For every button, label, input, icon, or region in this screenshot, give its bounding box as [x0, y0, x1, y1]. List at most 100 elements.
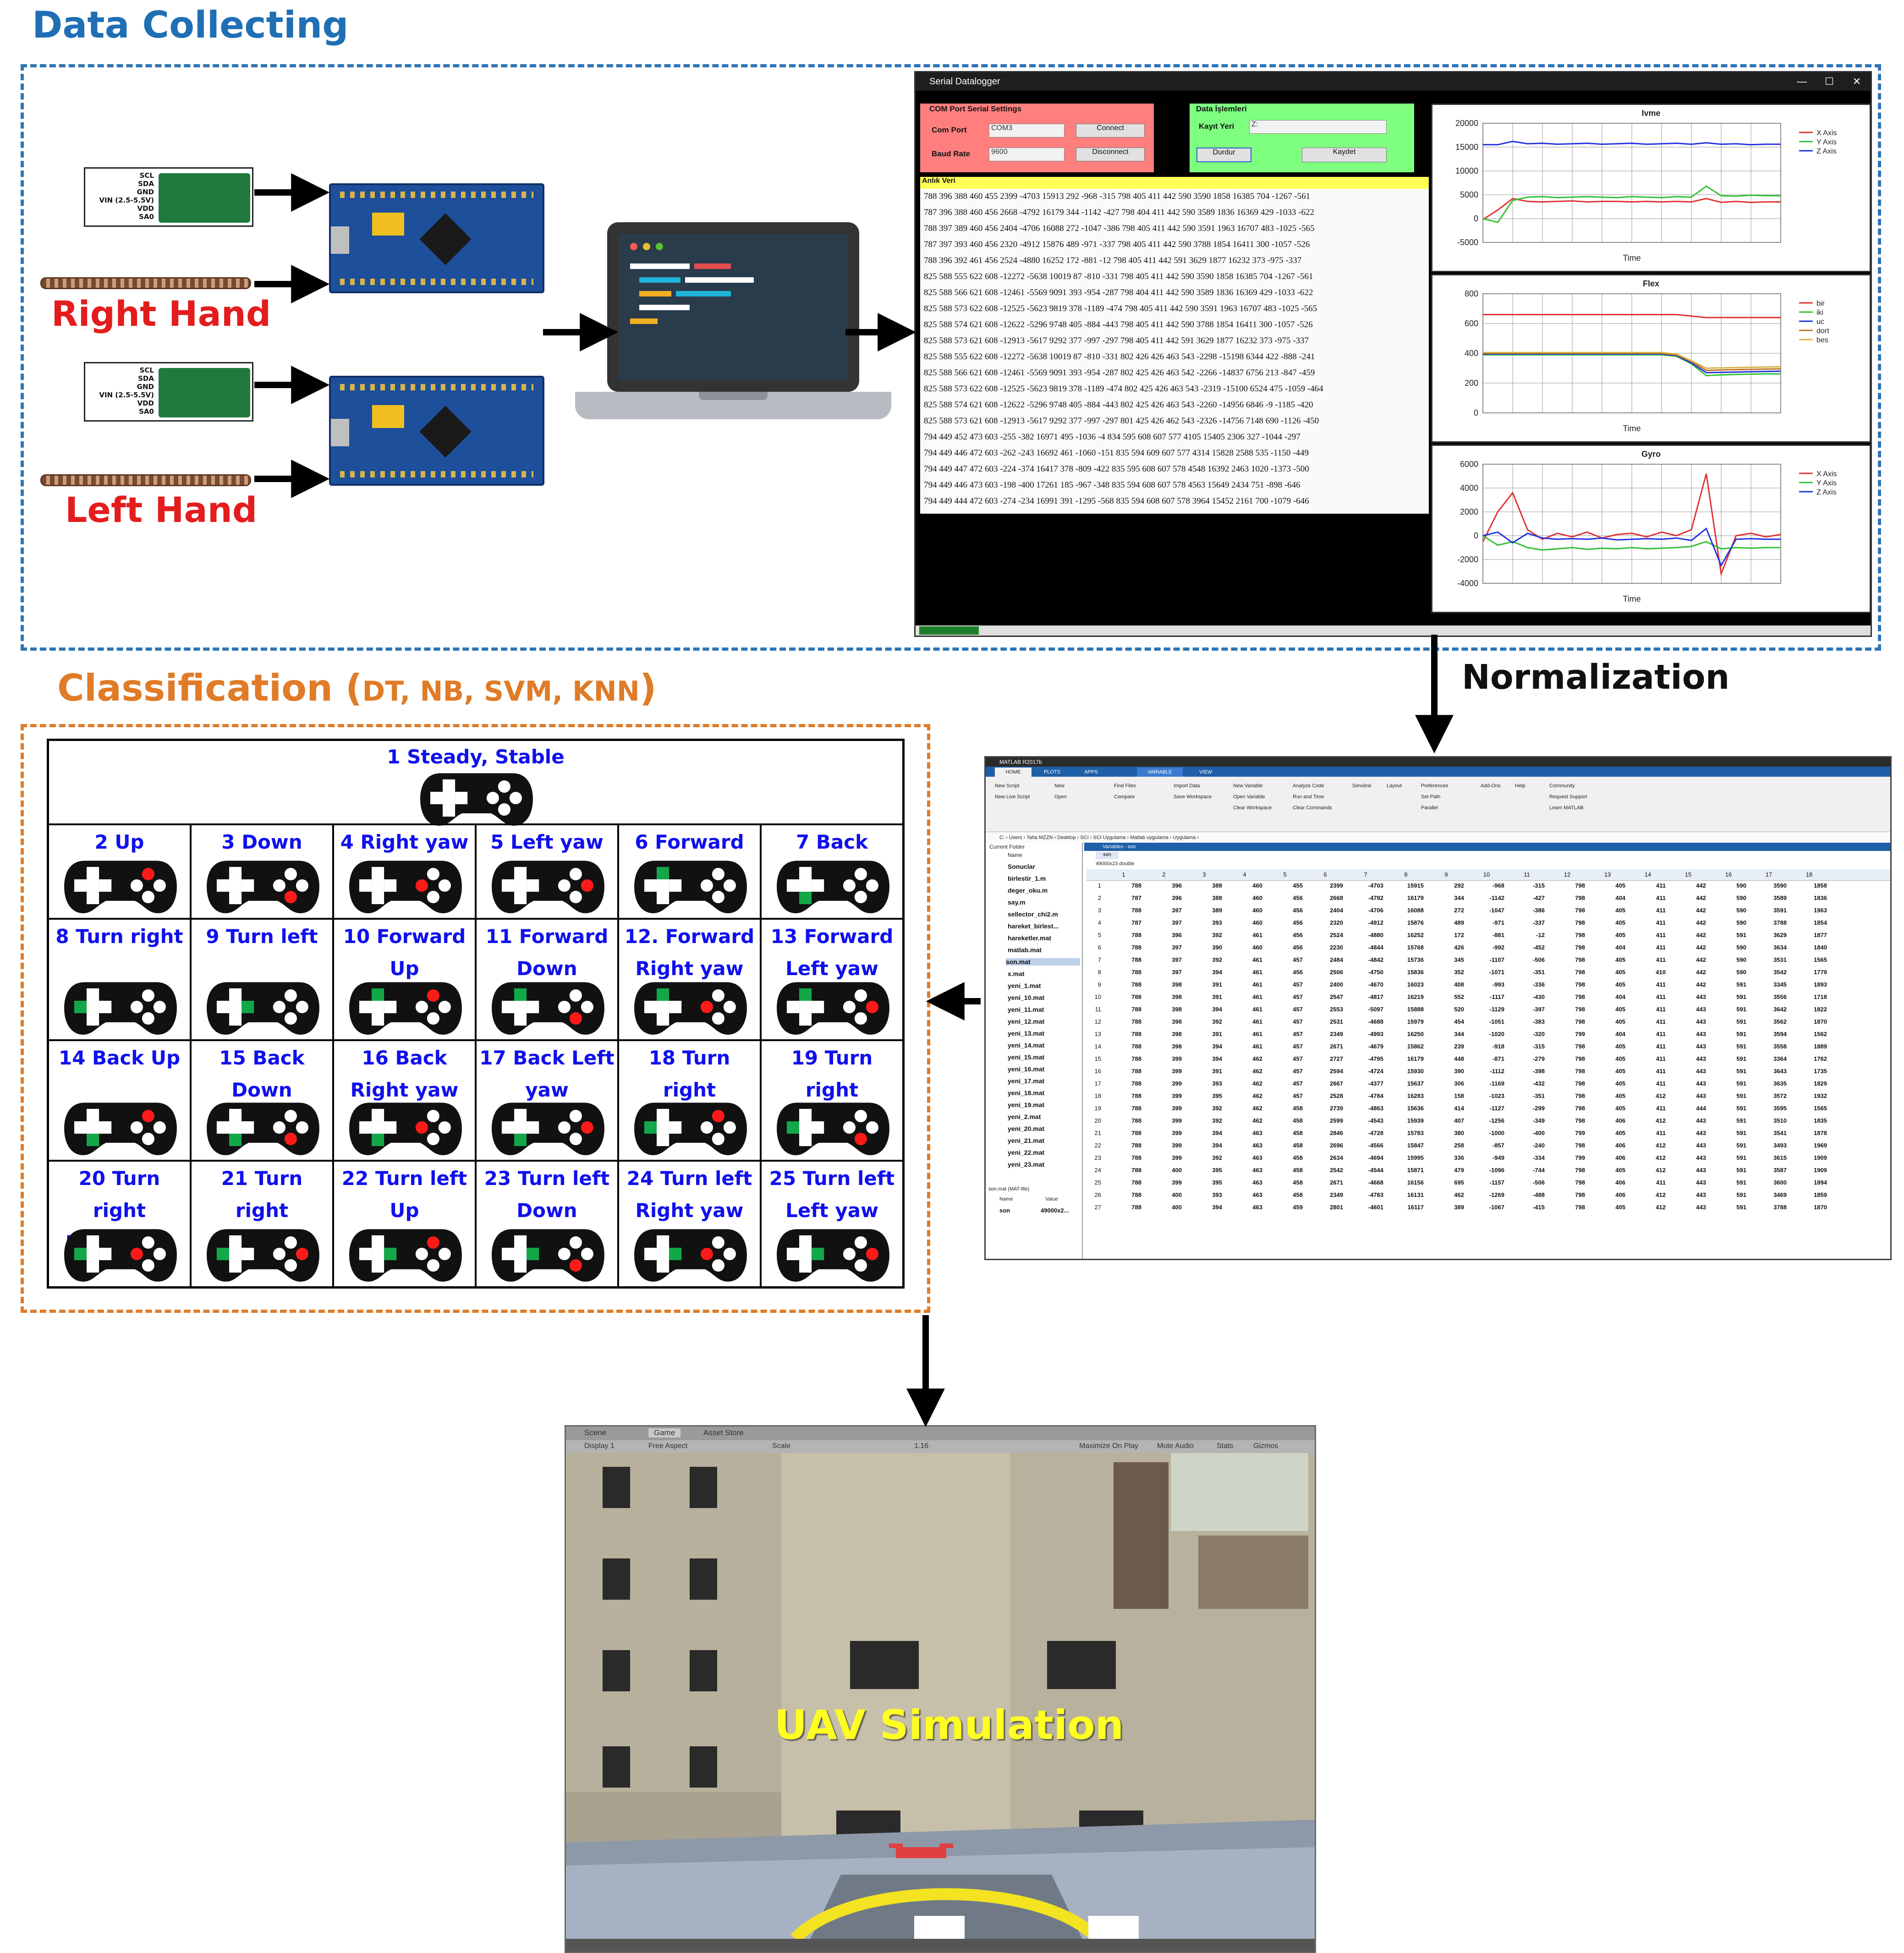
- grid-cell[interactable]: 406: [1615, 1179, 1625, 1186]
- grid-cell[interactable]: 272: [1454, 907, 1464, 914]
- grid-cell[interactable]: 442: [1696, 907, 1706, 914]
- grid-cell[interactable]: 442: [1696, 969, 1706, 976]
- grid-cell[interactable]: 3589: [1773, 894, 1787, 901]
- grid-cell[interactable]: -315: [1532, 1043, 1545, 1050]
- folder-item[interactable]: yeni_20.mat: [1008, 1125, 1045, 1132]
- grid-cell[interactable]: 788: [1131, 1068, 1141, 1075]
- tab-apps[interactable]: APPS: [1084, 769, 1098, 775]
- grid-cell[interactable]: 457: [1293, 956, 1303, 963]
- grid-cell[interactable]: -857: [1492, 1142, 1504, 1149]
- grid-cell[interactable]: -4544: [1368, 1167, 1383, 1174]
- grid-cell[interactable]: 798: [1575, 944, 1585, 951]
- grid-cell[interactable]: -400: [1532, 1130, 1545, 1136]
- grid-cell[interactable]: 2230: [1330, 944, 1343, 951]
- grid-cell[interactable]: 405: [1615, 1068, 1625, 1075]
- grid-cell[interactable]: -430: [1532, 993, 1545, 1000]
- grid-cell[interactable]: 695: [1454, 1179, 1464, 1186]
- grid-cell[interactable]: 405: [1615, 882, 1625, 889]
- grid-cell[interactable]: 394: [1212, 1130, 1222, 1136]
- grid-cell[interactable]: 344: [1454, 894, 1464, 901]
- grid-cell[interactable]: 443: [1696, 1117, 1706, 1124]
- grid-cell[interactable]: -4817: [1368, 993, 1383, 1000]
- grid-cell[interactable]: 404: [1615, 1031, 1625, 1037]
- grid-cell[interactable]: 798: [1575, 1142, 1585, 1149]
- grid-cell[interactable]: 3788: [1773, 1204, 1787, 1211]
- grid-cell[interactable]: 397: [1172, 956, 1182, 963]
- grid-cell[interactable]: 2671: [1330, 1179, 1343, 1186]
- grid-cell[interactable]: 590: [1736, 919, 1746, 926]
- grid-cell[interactable]: -1000: [1489, 1130, 1504, 1136]
- grid-cell[interactable]: 591: [1736, 1130, 1746, 1136]
- ribbon-item[interactable]: Set Path: [1421, 794, 1441, 800]
- grid-cell[interactable]: 2524: [1330, 932, 1343, 938]
- grid-cell[interactable]: -949: [1492, 1154, 1504, 1161]
- grid-cell[interactable]: 3587: [1773, 1167, 1787, 1174]
- connect-button[interactable]: Connect: [1076, 124, 1145, 137]
- grid-cell[interactable]: 16283: [1407, 1092, 1424, 1099]
- grid-cell[interactable]: -993: [1492, 981, 1504, 988]
- grid-cell[interactable]: 397: [1172, 944, 1182, 951]
- grid-cell[interactable]: 3595: [1773, 1105, 1787, 1112]
- grid-cell[interactable]: -334: [1532, 1154, 1545, 1161]
- grid-cell[interactable]: 443: [1696, 1055, 1706, 1062]
- grid-cell[interactable]: 458: [1293, 1117, 1303, 1124]
- grid-cell[interactable]: 397: [1172, 919, 1182, 926]
- grid-cell[interactable]: 16179: [1407, 894, 1424, 901]
- grid-cell[interactable]: 787: [1131, 919, 1141, 926]
- grid-cell[interactable]: 2528: [1330, 1092, 1343, 1099]
- grid-cell[interactable]: 1562: [1814, 1031, 1827, 1037]
- grid-cell[interactable]: 352: [1454, 969, 1464, 976]
- grid-cell[interactable]: 399: [1172, 1142, 1182, 1149]
- grid-cell[interactable]: 1718: [1814, 993, 1827, 1000]
- folder-item[interactable]: sellector_chi2.m: [1008, 911, 1058, 918]
- grid-cell[interactable]: 16179: [1407, 1055, 1424, 1062]
- grid-cell[interactable]: 462: [1252, 1117, 1262, 1124]
- grid-cell[interactable]: 458: [1293, 1179, 1303, 1186]
- grid-cell[interactable]: 15847: [1407, 1142, 1424, 1149]
- grid-cell[interactable]: 405: [1615, 1043, 1625, 1050]
- folder-item[interactable]: yeni_14.mat: [1008, 1042, 1045, 1049]
- grid-cell[interactable]: 591: [1736, 993, 1746, 1000]
- grid-cell[interactable]: 2531: [1330, 1018, 1343, 1025]
- grid-cell[interactable]: 411: [1656, 993, 1666, 1000]
- grid-cell[interactable]: 392: [1212, 1105, 1222, 1112]
- grid-cell[interactable]: 392: [1212, 1117, 1222, 1124]
- grid-cell[interactable]: 412: [1656, 1117, 1666, 1124]
- grid-cell[interactable]: 2553: [1330, 1006, 1343, 1013]
- maximize-on-play-button[interactable]: Maximize On Play: [1079, 1442, 1138, 1450]
- grid-cell[interactable]: -4724: [1368, 1068, 1383, 1075]
- grid-cell[interactable]: 3615: [1773, 1154, 1787, 1161]
- grid-cell[interactable]: -992: [1492, 944, 1504, 951]
- folder-item[interactable]: yeni_12.mat: [1008, 1018, 1045, 1025]
- grid-cell[interactable]: 393: [1212, 1080, 1222, 1087]
- grid-cell[interactable]: 411: [1656, 1055, 1666, 1062]
- grid-cell[interactable]: 2667: [1330, 1080, 1343, 1087]
- grid-cell[interactable]: -4377: [1368, 1080, 1383, 1087]
- grid-cell[interactable]: 405: [1615, 969, 1625, 976]
- grid-cell[interactable]: 442: [1696, 956, 1706, 963]
- grid-cell[interactable]: 520: [1454, 1006, 1464, 1013]
- grid-cell[interactable]: 406: [1615, 1154, 1625, 1161]
- grid-cell[interactable]: 798: [1575, 1117, 1585, 1124]
- grid-cell[interactable]: 788: [1131, 1130, 1141, 1136]
- grid-cell[interactable]: 411: [1656, 1006, 1666, 1013]
- grid-cell[interactable]: 411: [1656, 932, 1666, 938]
- grid-cell[interactable]: -299: [1532, 1105, 1545, 1112]
- grid-cell[interactable]: 411: [1656, 1018, 1666, 1025]
- grid-cell[interactable]: 405: [1615, 1105, 1625, 1112]
- grid-col-header[interactable]: 11: [1524, 871, 1530, 878]
- grid-cell[interactable]: 460: [1252, 944, 1262, 951]
- folder-item[interactable]: matlab.mat: [1008, 946, 1042, 954]
- grid-cell[interactable]: 2484: [1330, 956, 1343, 963]
- grid-cell[interactable]: 412: [1656, 1167, 1666, 1174]
- grid-cell[interactable]: 345: [1454, 956, 1464, 963]
- grid-cell[interactable]: 798: [1575, 1043, 1585, 1050]
- folder-item[interactable]: yeni_18.mat: [1008, 1089, 1045, 1097]
- grid-cell[interactable]: 16250: [1407, 1031, 1424, 1037]
- variable-tab[interactable]: son: [1096, 852, 1119, 859]
- grid-cell[interactable]: -398: [1532, 1068, 1545, 1075]
- grid-col-header[interactable]: 2: [1162, 871, 1166, 878]
- grid-cell[interactable]: -383: [1532, 1018, 1545, 1025]
- grid-cell[interactable]: -918: [1492, 1043, 1504, 1050]
- grid-cell[interactable]: 591: [1736, 1204, 1746, 1211]
